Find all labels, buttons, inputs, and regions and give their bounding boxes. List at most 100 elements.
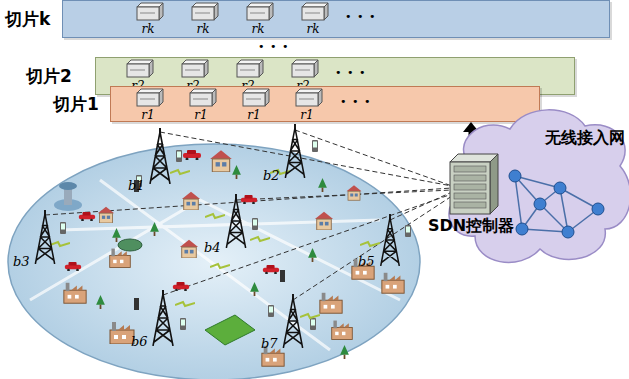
shape (190, 93, 212, 106)
slice-label: 切片k (5, 8, 50, 31)
resource-label: r1 (184, 108, 218, 122)
controller-icon (412, 152, 530, 216)
resource-block: r1 (290, 88, 324, 122)
router-node (534, 198, 546, 210)
server-icon (121, 59, 155, 79)
resource-label: rk (296, 22, 330, 36)
shape (212, 89, 216, 106)
sdn-controller: SDN控制器 (412, 152, 530, 240)
server-icon (131, 88, 165, 108)
server-icon (296, 2, 330, 22)
router-node (592, 203, 604, 215)
server-icon (241, 2, 275, 22)
shape (292, 64, 314, 77)
router-node (509, 170, 521, 182)
shape (296, 93, 318, 106)
shape (214, 3, 218, 20)
ellipsis-mark: • • • (335, 66, 366, 79)
resource-label: rk (131, 22, 165, 36)
shape (259, 60, 263, 77)
shape (127, 64, 149, 77)
router-node (516, 223, 528, 235)
rack-slot (454, 193, 486, 199)
shape (182, 64, 204, 77)
shape (305, 13, 320, 14)
ellipsis-mark: • • • (340, 95, 371, 108)
slice-label: 切片2 (26, 65, 72, 88)
network-link (515, 176, 560, 188)
shape (137, 93, 159, 106)
router-node (562, 226, 574, 238)
station-label: b3 (13, 254, 30, 269)
shape (149, 60, 153, 77)
shape (140, 99, 155, 100)
server-icon (286, 59, 320, 79)
shape (318, 89, 322, 106)
ellipsis-mark: • • • (345, 10, 376, 23)
shape (204, 60, 208, 77)
resource-block: rk (131, 2, 165, 36)
shape (193, 99, 208, 100)
resource-block: r1 (237, 88, 271, 122)
shape (450, 162, 490, 214)
server-icon (176, 59, 210, 79)
slice-band: 切片krkrkrkrk (62, 0, 610, 38)
shape (247, 7, 269, 20)
resource-label: r1 (290, 108, 324, 122)
shape (490, 154, 498, 214)
server-icon (290, 88, 324, 108)
rack-slot (454, 202, 486, 208)
station-label: b1 (128, 178, 145, 193)
router-node (554, 182, 566, 194)
resource-block: rk (241, 2, 275, 36)
shape (195, 13, 210, 14)
server-icon (231, 59, 265, 79)
server-icon (237, 88, 271, 108)
shape (269, 3, 273, 20)
shape (140, 13, 155, 14)
shape (299, 99, 314, 100)
rack-slot (454, 175, 486, 181)
resource-label: rk (186, 22, 220, 36)
server-icon (131, 2, 165, 22)
resource-label: r1 (131, 108, 165, 122)
station-label: b4 (204, 240, 221, 255)
shape (246, 99, 261, 100)
shape (302, 7, 324, 20)
network-link (560, 188, 568, 232)
rack-slot (454, 184, 486, 190)
shape (243, 93, 265, 106)
shape (250, 13, 265, 14)
network-label: 无线接入网 (545, 128, 625, 149)
shape (324, 3, 328, 20)
slice-band: 切片1r1r1r1r1 (110, 86, 540, 122)
server-icon (184, 88, 218, 108)
shape (449, 110, 629, 263)
shape (237, 64, 259, 77)
shape (137, 7, 159, 20)
station-label: b5 (358, 254, 375, 269)
controller-label: SDN控制器 (412, 216, 530, 237)
shape (159, 89, 163, 106)
network-link (515, 176, 522, 229)
shape (192, 7, 214, 20)
resource-block: r1 (131, 88, 165, 122)
resource-block: rk (186, 2, 220, 36)
shape (240, 70, 255, 71)
station-label: b7 (261, 336, 278, 351)
shape (130, 70, 145, 71)
network-link (522, 229, 568, 232)
resource-block: rk (296, 2, 330, 36)
shape (295, 70, 310, 71)
shape (314, 60, 318, 77)
shape (185, 70, 200, 71)
ellipsis-mark: • • • (258, 40, 289, 53)
resource-block: r1 (184, 88, 218, 122)
rack-slot (454, 166, 486, 172)
network-link (560, 188, 598, 209)
station-label: b6 (131, 334, 148, 349)
shape (265, 89, 269, 106)
server-icon (186, 2, 220, 22)
shape (159, 3, 163, 20)
resource-label: r1 (237, 108, 271, 122)
